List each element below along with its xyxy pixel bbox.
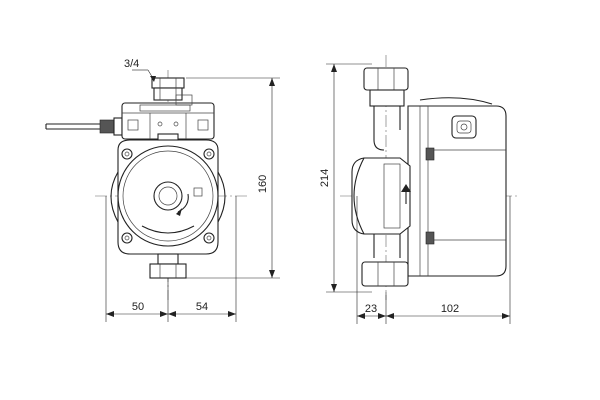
side-depth-right-label: 102 xyxy=(441,303,459,315)
connection-size-label: 3/4 xyxy=(124,58,139,70)
side-bottom-connection xyxy=(361,234,409,287)
front-width-dimensions xyxy=(105,196,237,322)
front-width-right-label: 54 xyxy=(196,301,208,313)
side-height-label: 214 xyxy=(319,169,331,187)
pump-housing xyxy=(110,133,226,265)
side-view: 214 23 102 xyxy=(319,55,520,324)
side-top-connection xyxy=(363,67,409,151)
front-view: 3/4 160 50 54 xyxy=(45,58,280,322)
side-height-dimension xyxy=(326,63,372,293)
side-depth-left-label: 23 xyxy=(365,303,377,315)
front-width-left-label: 50 xyxy=(132,301,144,313)
top-connection xyxy=(151,77,185,101)
connection-label-leader xyxy=(132,69,156,82)
front-height-label: 160 xyxy=(257,175,269,193)
front-height-dimension xyxy=(186,77,280,279)
side-depth-dimensions xyxy=(356,196,511,324)
bottom-connection xyxy=(149,263,187,279)
speed-selector xyxy=(451,115,477,139)
pump-head xyxy=(351,157,411,235)
terminal-box xyxy=(121,94,215,140)
motor-body xyxy=(407,97,507,277)
power-cable xyxy=(45,117,123,136)
